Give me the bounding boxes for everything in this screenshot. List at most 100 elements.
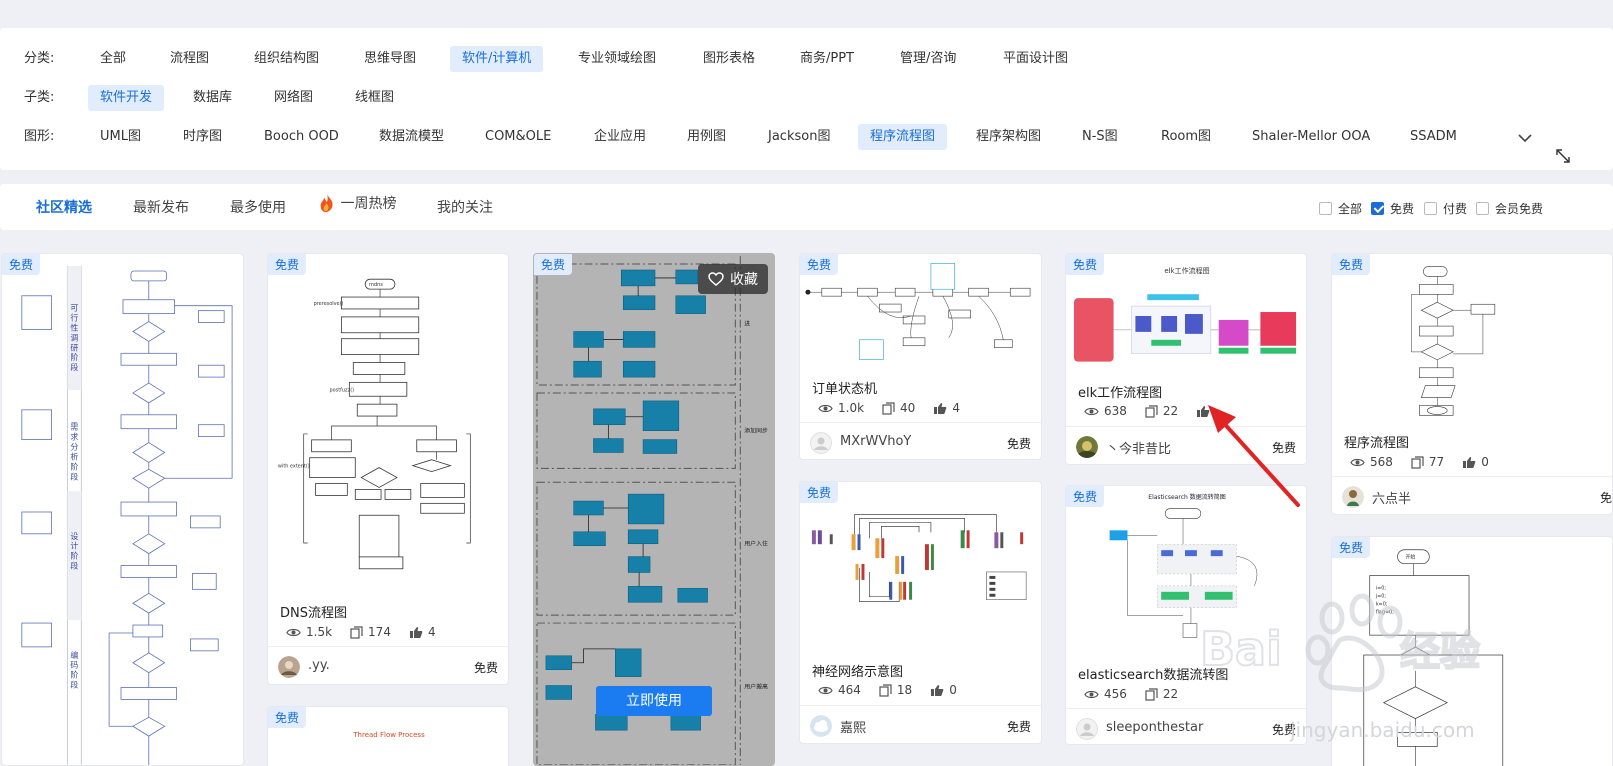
tab-latest[interactable]: 最新发布 bbox=[133, 200, 189, 216]
template-card[interactable]: 免费 订单状态机 1.0k 40 bbox=[799, 253, 1042, 460]
shape-chip-com-ole[interactable]: COM&OLE bbox=[485, 129, 552, 144]
card-stats: 456 22 bbox=[1084, 685, 1196, 703]
favorite-label: 收藏 bbox=[730, 272, 758, 288]
svg-text:用户入住: 用户入住 bbox=[744, 540, 768, 548]
checkbox-member-free[interactable]: 会员免费 bbox=[1476, 200, 1543, 216]
avatar[interactable] bbox=[1076, 436, 1098, 458]
card-title[interactable]: 神经网络示意图 bbox=[812, 665, 904, 680]
subcategory-chip-database[interactable]: 数据库 bbox=[193, 90, 233, 105]
template-card[interactable]: 免费 elk工作流程图 elk工作流程图 638 22 丶今非昔比 免费 bbox=[1065, 253, 1307, 465]
views-count: 568 bbox=[1370, 455, 1393, 469]
svg-text:k=0;: k=0; bbox=[1376, 601, 1388, 607]
category-chip-org-chart[interactable]: 组织结构图 bbox=[254, 51, 320, 66]
shape-chip-program-arch[interactable]: 程序架构图 bbox=[976, 129, 1042, 144]
free-badge: 免费 bbox=[1332, 254, 1371, 275]
category-chip-all[interactable]: 全部 bbox=[100, 51, 127, 66]
shape-chip-uml[interactable]: UML图 bbox=[100, 129, 141, 144]
shape-chip-ssadm[interactable]: SSADM bbox=[1410, 129, 1457, 144]
author-name[interactable]: .yy. bbox=[308, 658, 330, 673]
use-now-button[interactable]: 立即使用 bbox=[596, 686, 712, 716]
tab-weekly-hot[interactable]: 一周热榜 bbox=[318, 193, 396, 213]
views-count: 1.5k bbox=[306, 625, 333, 639]
card-title[interactable]: 订单状态机 bbox=[812, 382, 878, 397]
checkbox-free-box[interactable] bbox=[1371, 201, 1384, 215]
avatar[interactable] bbox=[278, 656, 300, 678]
author-name[interactable]: 六点半 bbox=[1372, 492, 1412, 507]
card-title[interactable]: DNS流程图 bbox=[280, 606, 347, 621]
checkbox-member-free-box[interactable] bbox=[1476, 201, 1489, 215]
tab-following[interactable]: 我的关注 bbox=[437, 200, 493, 216]
category-chip-business[interactable]: 商务/PPT bbox=[800, 51, 854, 66]
svg-text:postfuzz(): postfuzz() bbox=[329, 387, 354, 393]
author-name[interactable]: 嘉熙 bbox=[840, 721, 867, 736]
copies-count: 40 bbox=[900, 401, 916, 415]
shape-chip-room[interactable]: Room图 bbox=[1161, 129, 1212, 144]
svg-text:行: 行 bbox=[70, 313, 78, 323]
eye-icon bbox=[818, 404, 833, 412]
category-chip-flowchart[interactable]: 流程图 bbox=[170, 51, 210, 66]
price-label: 免费 bbox=[473, 661, 498, 675]
shape-chip-jackson[interactable]: Jackson图 bbox=[768, 129, 831, 144]
shape-chip-ns[interactable]: N-S图 bbox=[1082, 129, 1118, 144]
free-badge: 免费 bbox=[1066, 486, 1105, 507]
subcategory-chip-wireframe[interactable]: 线框图 bbox=[355, 90, 395, 105]
checkbox-free[interactable]: 免费 bbox=[1371, 200, 1414, 216]
tab-community-picks[interactable]: 社区精选 bbox=[36, 200, 92, 216]
shape-chip-shaler-mellor[interactable]: Shaler-Mellor OOA bbox=[1252, 129, 1371, 144]
chevron-down-icon[interactable] bbox=[1515, 128, 1535, 148]
svg-text:阶: 阶 bbox=[70, 352, 78, 362]
views-count: 638 bbox=[1104, 404, 1127, 418]
card-title[interactable]: 程序流程图 bbox=[1344, 436, 1410, 451]
favorite-button[interactable]: 收藏 bbox=[698, 264, 768, 294]
checkbox-paid[interactable]: 付费 bbox=[1424, 200, 1467, 216]
card-title[interactable]: elasticsearch数据流转图 bbox=[1078, 668, 1229, 683]
filter-panel: 分类: 全部 流程图 组织结构图 思维导图 软件/计算机 专业领域绘图 图形表格… bbox=[0, 28, 1613, 170]
thumbs-up-icon bbox=[931, 684, 944, 696]
category-chip-software[interactable]: 软件/计算机 bbox=[450, 46, 544, 72]
subcategory-chip-software-dev[interactable]: 软件开发 bbox=[88, 85, 165, 111]
shape-chip-booch[interactable]: Booch OOD bbox=[264, 129, 339, 144]
category-chip-management[interactable]: 管理/咨询 bbox=[900, 51, 957, 66]
author-name[interactable]: 丶今非昔比 bbox=[1106, 442, 1172, 457]
category-chip-mindmap[interactable]: 思维导图 bbox=[364, 51, 417, 66]
avatar[interactable] bbox=[810, 432, 832, 454]
subcategory-chip-network[interactable]: 网络图 bbox=[274, 90, 314, 105]
avatar[interactable] bbox=[810, 715, 832, 737]
author-name[interactable]: sleeponthestar bbox=[1106, 720, 1204, 735]
template-card[interactable]: 免费 Thread Flow Process bbox=[267, 706, 509, 766]
copies-count: 174 bbox=[368, 625, 391, 639]
price-label: 免费 bbox=[1271, 723, 1296, 737]
card-title[interactable]: elk工作流程图 bbox=[1078, 386, 1163, 401]
avatar[interactable] bbox=[1076, 718, 1098, 740]
likes-count: 4 bbox=[427, 625, 436, 639]
copies-stat: 77 bbox=[1411, 455, 1444, 469]
template-card[interactable]: 免费 神经网络示意图 464 bbox=[799, 481, 1042, 744]
checkbox-paid-box[interactable] bbox=[1424, 201, 1437, 215]
checkbox-all-label: 全部 bbox=[1338, 201, 1363, 216]
shape-chip-sequence[interactable]: 时序图 bbox=[183, 129, 223, 144]
avatar[interactable] bbox=[1342, 486, 1364, 508]
shape-chip-dataflow[interactable]: 数据流模型 bbox=[379, 129, 445, 144]
views-stat: 456 bbox=[1084, 687, 1127, 701]
template-card-hovered[interactable]: 免费 收藏 bbox=[533, 253, 775, 766]
checkbox-all[interactable]: 全部 bbox=[1319, 200, 1362, 216]
template-card[interactable]: 免费 Elasticsearch 数据流转简图 elasticsearch数据流… bbox=[1065, 485, 1307, 745]
author-name[interactable]: MXrWVhoY bbox=[840, 434, 912, 449]
eye-icon bbox=[1084, 407, 1099, 415]
svg-text:flag=0;: flag=0; bbox=[1376, 609, 1395, 615]
template-card[interactable]: 免费 程序流程图 568 bbox=[1331, 253, 1613, 515]
template-card[interactable]: 免费 bbox=[1, 253, 244, 766]
card-stats: 1.0k 40 4 bbox=[818, 399, 978, 417]
tab-most-used[interactable]: 最多使用 bbox=[230, 200, 286, 216]
category-chip-professional[interactable]: 专业领域绘图 bbox=[578, 51, 657, 66]
shape-chip-enterprise[interactable]: 企业应用 bbox=[594, 129, 647, 144]
category-chip-tables[interactable]: 图形表格 bbox=[703, 51, 756, 66]
category-chip-graphic-design[interactable]: 平面设计图 bbox=[1003, 51, 1069, 66]
free-badge: 免费 bbox=[2, 254, 41, 275]
shape-chip-program-flow[interactable]: 程序流程图 bbox=[858, 124, 948, 150]
checkbox-all-box[interactable] bbox=[1319, 201, 1332, 215]
expand-arrows-icon[interactable] bbox=[1555, 148, 1571, 164]
template-card[interactable]: 免费 bbox=[267, 253, 509, 685]
shape-chip-usecase[interactable]: 用例图 bbox=[687, 129, 727, 144]
